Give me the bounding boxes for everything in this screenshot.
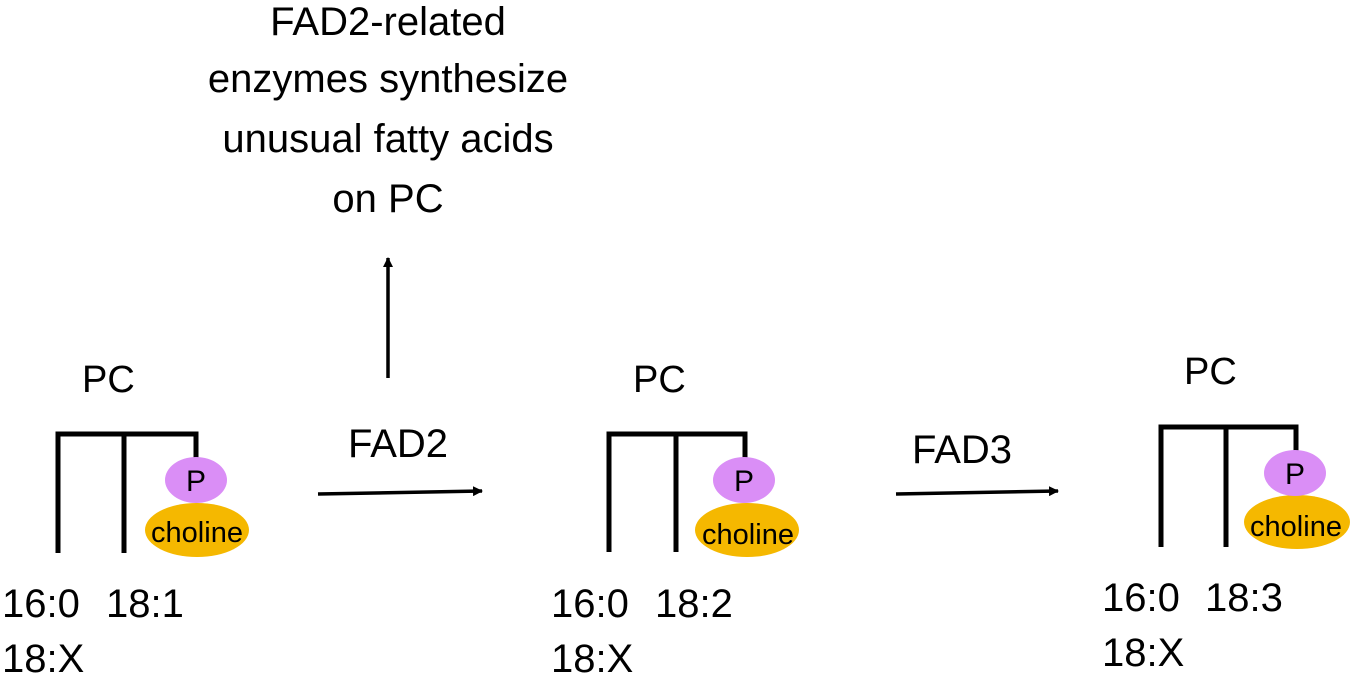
pc-molecule-1: PC P choline 16:0 18:1 18:X bbox=[2, 359, 249, 677]
fad2-related-note: FAD2-related enzymes synthesize unusual … bbox=[208, 0, 568, 221]
pc-title-1: PC bbox=[82, 359, 135, 401]
pc-molecule-2: PC P choline 16:0 18:2 18:X bbox=[551, 359, 799, 677]
fad2-step: FAD2 bbox=[317, 422, 483, 497]
enzyme-label-fad3: FAD3 bbox=[912, 428, 1012, 472]
fatty-acid-3-1: 16:0 bbox=[1102, 576, 1180, 620]
phosphate-label-3: P bbox=[1285, 458, 1305, 491]
fatty-acid-3-3: 18:X bbox=[1102, 631, 1184, 675]
glycerol-backbone-2 bbox=[606, 431, 748, 552]
pc-title-3: PC bbox=[1184, 351, 1237, 393]
pc-title-2: PC bbox=[633, 359, 686, 401]
fatty-acid-1-1: 16:0 bbox=[2, 582, 80, 626]
phosphate-ellipse-1 bbox=[165, 457, 227, 503]
note-line-2: enzymes synthesize bbox=[208, 57, 568, 101]
choline-label-1: choline bbox=[151, 517, 243, 549]
phosphate-label-2: P bbox=[734, 465, 754, 498]
choline-ellipse-2 bbox=[695, 503, 799, 557]
pc-molecule-3: PC P choline 16:0 18:3 18:X bbox=[1102, 351, 1350, 675]
fatty-acid-3-2: 18:3 bbox=[1205, 576, 1283, 620]
fatty-acid-2-3: 18:X bbox=[551, 637, 633, 677]
fad3-arrow bbox=[895, 486, 1059, 497]
choline-ellipse-1 bbox=[145, 503, 249, 557]
fad3-step: FAD3 bbox=[895, 428, 1059, 497]
choline-ellipse-3 bbox=[1244, 495, 1350, 549]
fad2-arrow bbox=[317, 486, 483, 497]
phosphate-ellipse-3 bbox=[1264, 450, 1326, 496]
choline-label-2: choline bbox=[702, 519, 794, 551]
glycerol-backbone-3 bbox=[1158, 424, 1299, 547]
note-line-4: on PC bbox=[332, 177, 443, 221]
glycerol-backbone-1 bbox=[55, 431, 199, 553]
choline-label-3: choline bbox=[1250, 511, 1342, 543]
note-line-3: unusual fatty acids bbox=[222, 117, 553, 161]
fatty-acid-2-1: 16:0 bbox=[551, 582, 629, 626]
fatty-acid-2-2: 18:2 bbox=[655, 582, 733, 626]
enzyme-label-fad2: FAD2 bbox=[348, 422, 448, 466]
fatty-acid-1-2: 18:1 bbox=[106, 582, 184, 626]
fatty-acid-1-3: 18:X bbox=[2, 637, 84, 677]
phosphate-label-1: P bbox=[186, 465, 206, 498]
note-line-1: FAD2-related bbox=[270, 0, 506, 44]
phosphate-ellipse-2 bbox=[713, 457, 775, 503]
